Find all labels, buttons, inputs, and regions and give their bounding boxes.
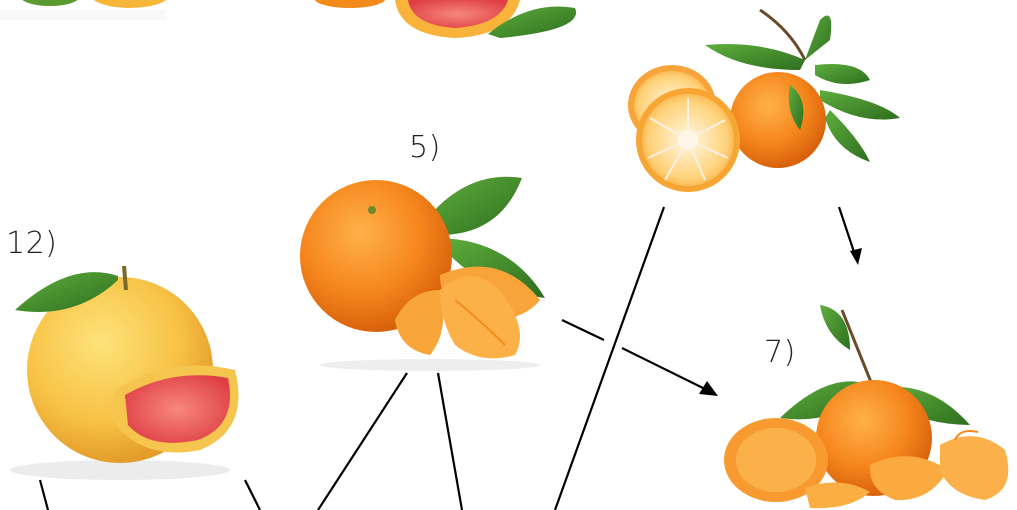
line-arrow-to-clementine-b xyxy=(622,348,705,389)
label-grapefruit: 12) xyxy=(6,226,57,261)
line-bitter-orange-arrow xyxy=(839,207,854,252)
line-tangerine-left xyxy=(318,373,407,510)
grapefruit-image xyxy=(10,266,238,480)
citrus-partial-image xyxy=(0,0,170,20)
blood-grapefruit-partial-image xyxy=(314,0,576,38)
arrowhead-bitter-orange xyxy=(850,248,862,265)
line-tangerine-right xyxy=(438,373,462,510)
line-arrow-to-clementine-a xyxy=(562,320,604,340)
line-grapefruit-left xyxy=(40,480,48,510)
line-bitter-orange-down xyxy=(555,207,664,510)
line-grapefruit-right xyxy=(245,480,260,510)
tangerine-image xyxy=(300,177,545,371)
bitter-orange-image xyxy=(628,10,900,192)
label-tangerine: 5) xyxy=(409,130,441,165)
label-clementine: 7) xyxy=(764,335,796,370)
